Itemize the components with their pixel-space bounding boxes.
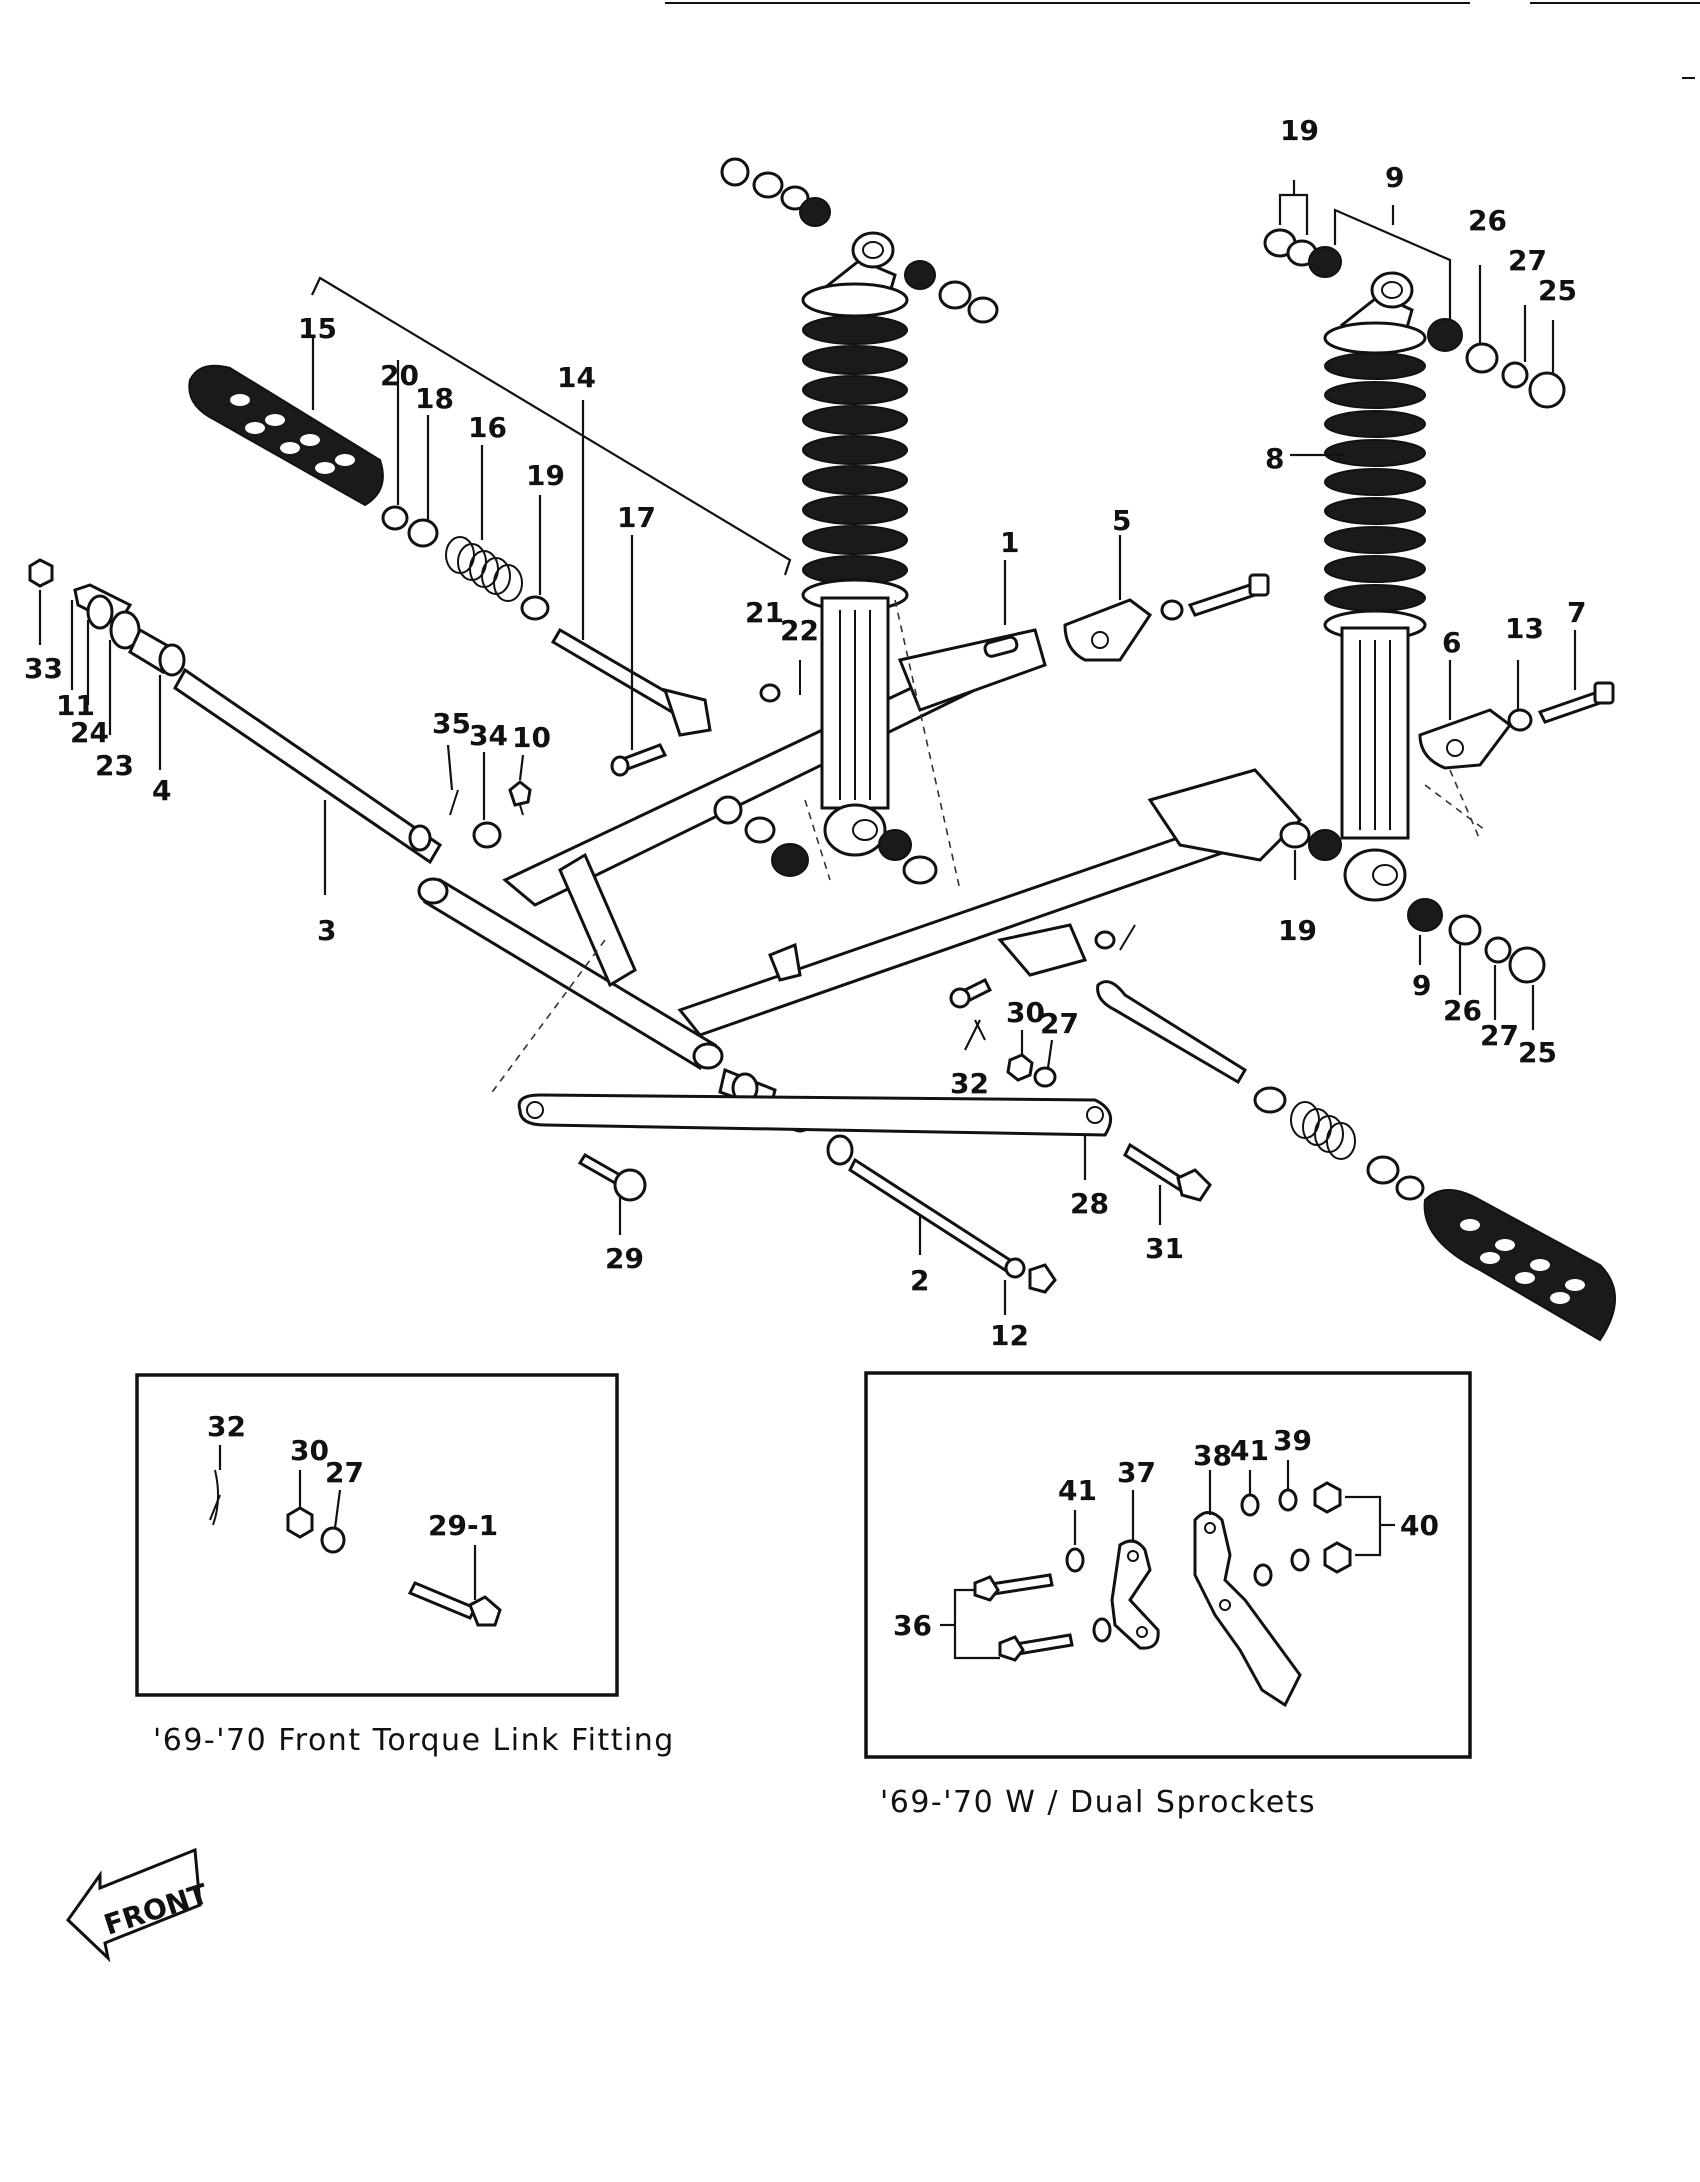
- bracket-5: [1063, 573, 1270, 662]
- callout-2: 2: [910, 1264, 929, 1297]
- callout-34: 34: [469, 719, 508, 752]
- callout-27-bottom: 27: [1480, 1019, 1519, 1052]
- dashed-guides: [489, 599, 1486, 1096]
- right-footrest-assembly: [1096, 980, 1616, 1342]
- callout-22: 22: [780, 614, 819, 647]
- callout-35: 35: [432, 707, 471, 740]
- callout-9-bottom: 9: [1412, 969, 1431, 1002]
- left-shock-bottom-hardware: [713, 795, 938, 885]
- pivot-shaft-assembly: [28, 558, 1057, 1294]
- callout-3: 3: [317, 914, 336, 947]
- left-small-hardware: [449, 660, 801, 849]
- callout-1: 1: [1000, 526, 1019, 559]
- bracket-6: [1418, 681, 1615, 770]
- right-shock-top-hardware: [1263, 228, 1566, 409]
- inset-a-callout-32: 32: [207, 1410, 246, 1443]
- callout-27-center: 27: [1040, 1007, 1079, 1040]
- center-hardware: [949, 924, 1136, 1088]
- callout-17: 17: [617, 501, 656, 534]
- callout-16: 16: [468, 411, 507, 444]
- leader-lines: [38, 180, 1577, 1315]
- callout-13: 13: [1505, 612, 1544, 645]
- callout-24: 24: [70, 716, 109, 749]
- callout-31: 31: [1145, 1232, 1184, 1265]
- inset-dual-sprockets: 36 37 38 39 40 41 41: [864, 1371, 1472, 1759]
- callout-18: 18: [415, 382, 454, 415]
- callout-26-bottom: 26: [1443, 994, 1482, 1027]
- inset-b-callout-37: 37: [1117, 1456, 1156, 1489]
- callout-19-left: 19: [526, 459, 565, 492]
- callout-15: 15: [298, 312, 337, 345]
- callout-10: 10: [512, 721, 551, 754]
- callout-29: 29: [605, 1242, 644, 1275]
- callout-23: 23: [95, 749, 134, 782]
- callout-11: 11: [56, 689, 95, 722]
- callout-28: 28: [1070, 1187, 1109, 1220]
- left-shock-top-hardware: [720, 157, 999, 324]
- inset-b-caption: '69-'70 W / Dual Sprockets: [880, 1785, 1316, 1820]
- callout-33: 33: [24, 652, 63, 685]
- callout-32-center: 32: [950, 1067, 989, 1100]
- callout-19-top-right: 19: [1280, 114, 1319, 147]
- callout-19-mid-right: 19: [1278, 914, 1317, 947]
- inset-b-callout-36: 36: [893, 1609, 932, 1642]
- left-shock-absorber: [801, 231, 909, 857]
- inset-b-callout-41-b: 41: [1230, 1434, 1269, 1467]
- callout-7: 7: [1567, 596, 1586, 629]
- inset-b-callout-40: 40: [1400, 1509, 1439, 1542]
- inset-a-callout-29-1: 29-1: [428, 1509, 498, 1542]
- page-edge-marks: [665, 2, 1700, 79]
- left-footrest-assembly: [188, 364, 712, 777]
- bolt-29: [577, 1152, 647, 1202]
- inset-b-callout-39: 39: [1273, 1424, 1312, 1457]
- inset-b-callout-41-a: 41: [1058, 1474, 1097, 1507]
- callout-25-bottom: 25: [1518, 1036, 1557, 1069]
- right-shock-bottom-hardware: [1279, 821, 1546, 984]
- callout-27-top: 27: [1508, 244, 1547, 277]
- inset-a-callout-30: 30: [290, 1434, 329, 1467]
- callout-12: 12: [990, 1319, 1029, 1352]
- bolt-31: [1123, 1142, 1212, 1202]
- callout-26-top: 26: [1468, 204, 1507, 237]
- swing-arm: [417, 628, 1303, 1071]
- callout-5: 5: [1112, 504, 1131, 537]
- callout-25-top: 25: [1538, 274, 1577, 307]
- front-direction-arrow: FRONT: [66, 1847, 212, 1963]
- torque-link: [517, 1093, 1113, 1137]
- callout-21: 21: [745, 596, 784, 629]
- callout-30-center: 30: [1006, 996, 1045, 1029]
- inset-front-torque-link: 32 30 27 29-1: [135, 1373, 619, 1697]
- right-shock-absorber: [1323, 271, 1427, 902]
- callout-4: 4: [152, 774, 171, 807]
- callout-9-top: 9: [1385, 161, 1404, 194]
- callout-8: 8: [1265, 442, 1284, 475]
- inset-b-callout-38: 38: [1193, 1439, 1232, 1472]
- inset-a-callout-27: 27: [325, 1456, 364, 1489]
- callout-20: 20: [380, 359, 419, 392]
- callout-6: 6: [1442, 626, 1461, 659]
- inset-a-caption: '69-'70 Front Torque Link Fitting: [153, 1723, 675, 1758]
- callout-14: 14: [557, 361, 596, 394]
- callout-labels: 1 2 3 4 5 6 7 8 9 9 10 11 12 13 14 15 16…: [24, 114, 1586, 1352]
